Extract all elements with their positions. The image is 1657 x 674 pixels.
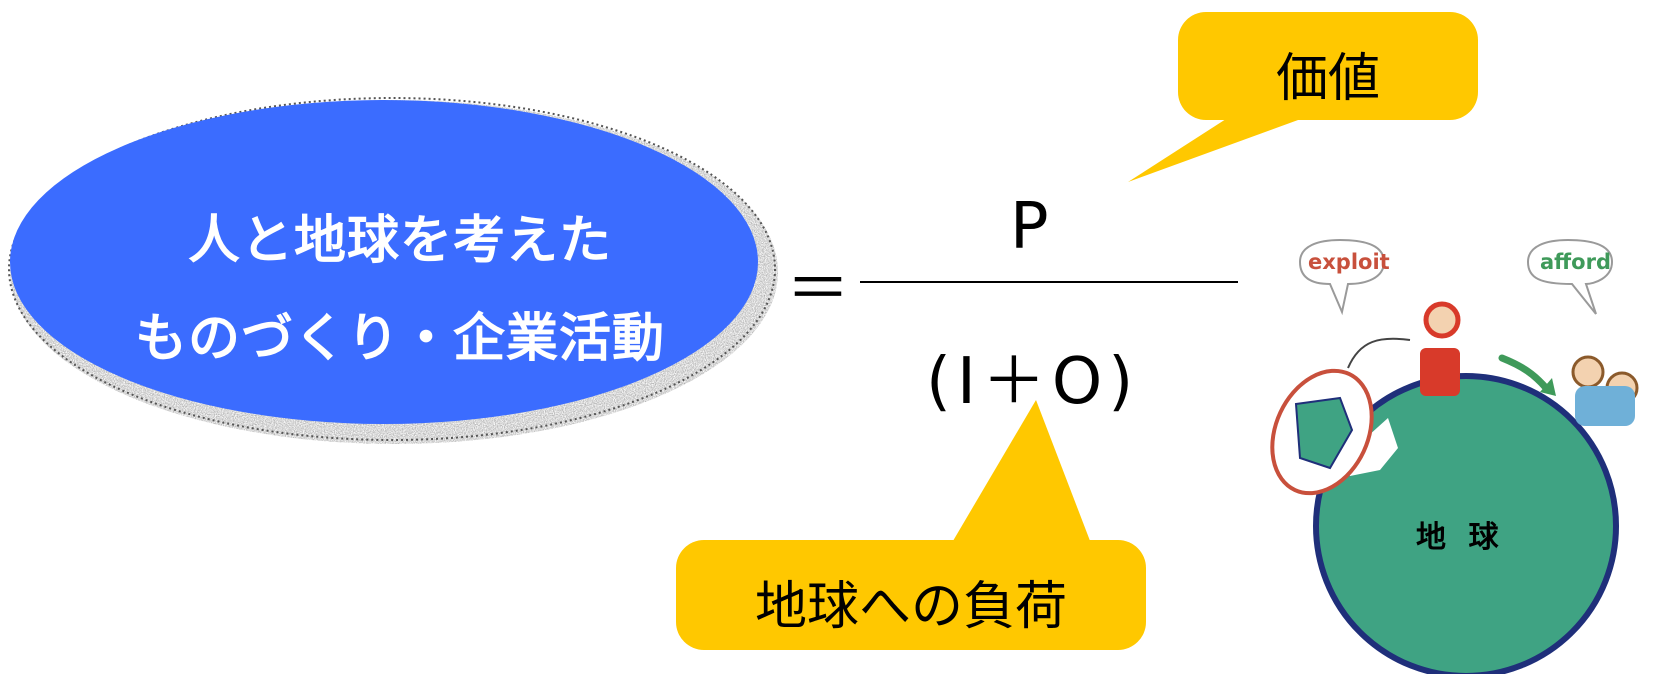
ellipse-line-2: ものづくり・企業活動 xyxy=(134,309,665,369)
exploit-bubble xyxy=(1298,238,1386,316)
person-1 xyxy=(1571,355,1605,389)
value-callout-shape xyxy=(1128,12,1478,182)
person-body xyxy=(1575,386,1635,426)
ellipse-shadow-edge xyxy=(8,97,776,441)
boot-figure xyxy=(1420,348,1460,396)
ellipse-line-1: 人と地球を考えた xyxy=(187,211,612,271)
earth-label: 地 球 xyxy=(1416,520,1505,555)
equals-sign: ＝ xyxy=(786,253,850,327)
earth-illustration xyxy=(1270,238,1639,674)
green-arrow xyxy=(1498,354,1550,392)
numerator: P xyxy=(1010,190,1049,264)
rope-line xyxy=(1347,337,1411,369)
exploit-label: exploit xyxy=(1308,250,1390,274)
figure-head xyxy=(1423,301,1461,339)
denominator: (I＋O) xyxy=(926,345,1140,419)
load-callout-label: 地球への負荷 xyxy=(754,577,1067,637)
value-callout-label: 価値 xyxy=(1275,49,1380,109)
afford-label: afford xyxy=(1540,250,1611,274)
load-callout-shape xyxy=(676,400,1146,650)
afford-bubble xyxy=(1526,238,1614,315)
loot-pieces xyxy=(1294,396,1354,470)
blue-ellipse xyxy=(10,100,758,424)
